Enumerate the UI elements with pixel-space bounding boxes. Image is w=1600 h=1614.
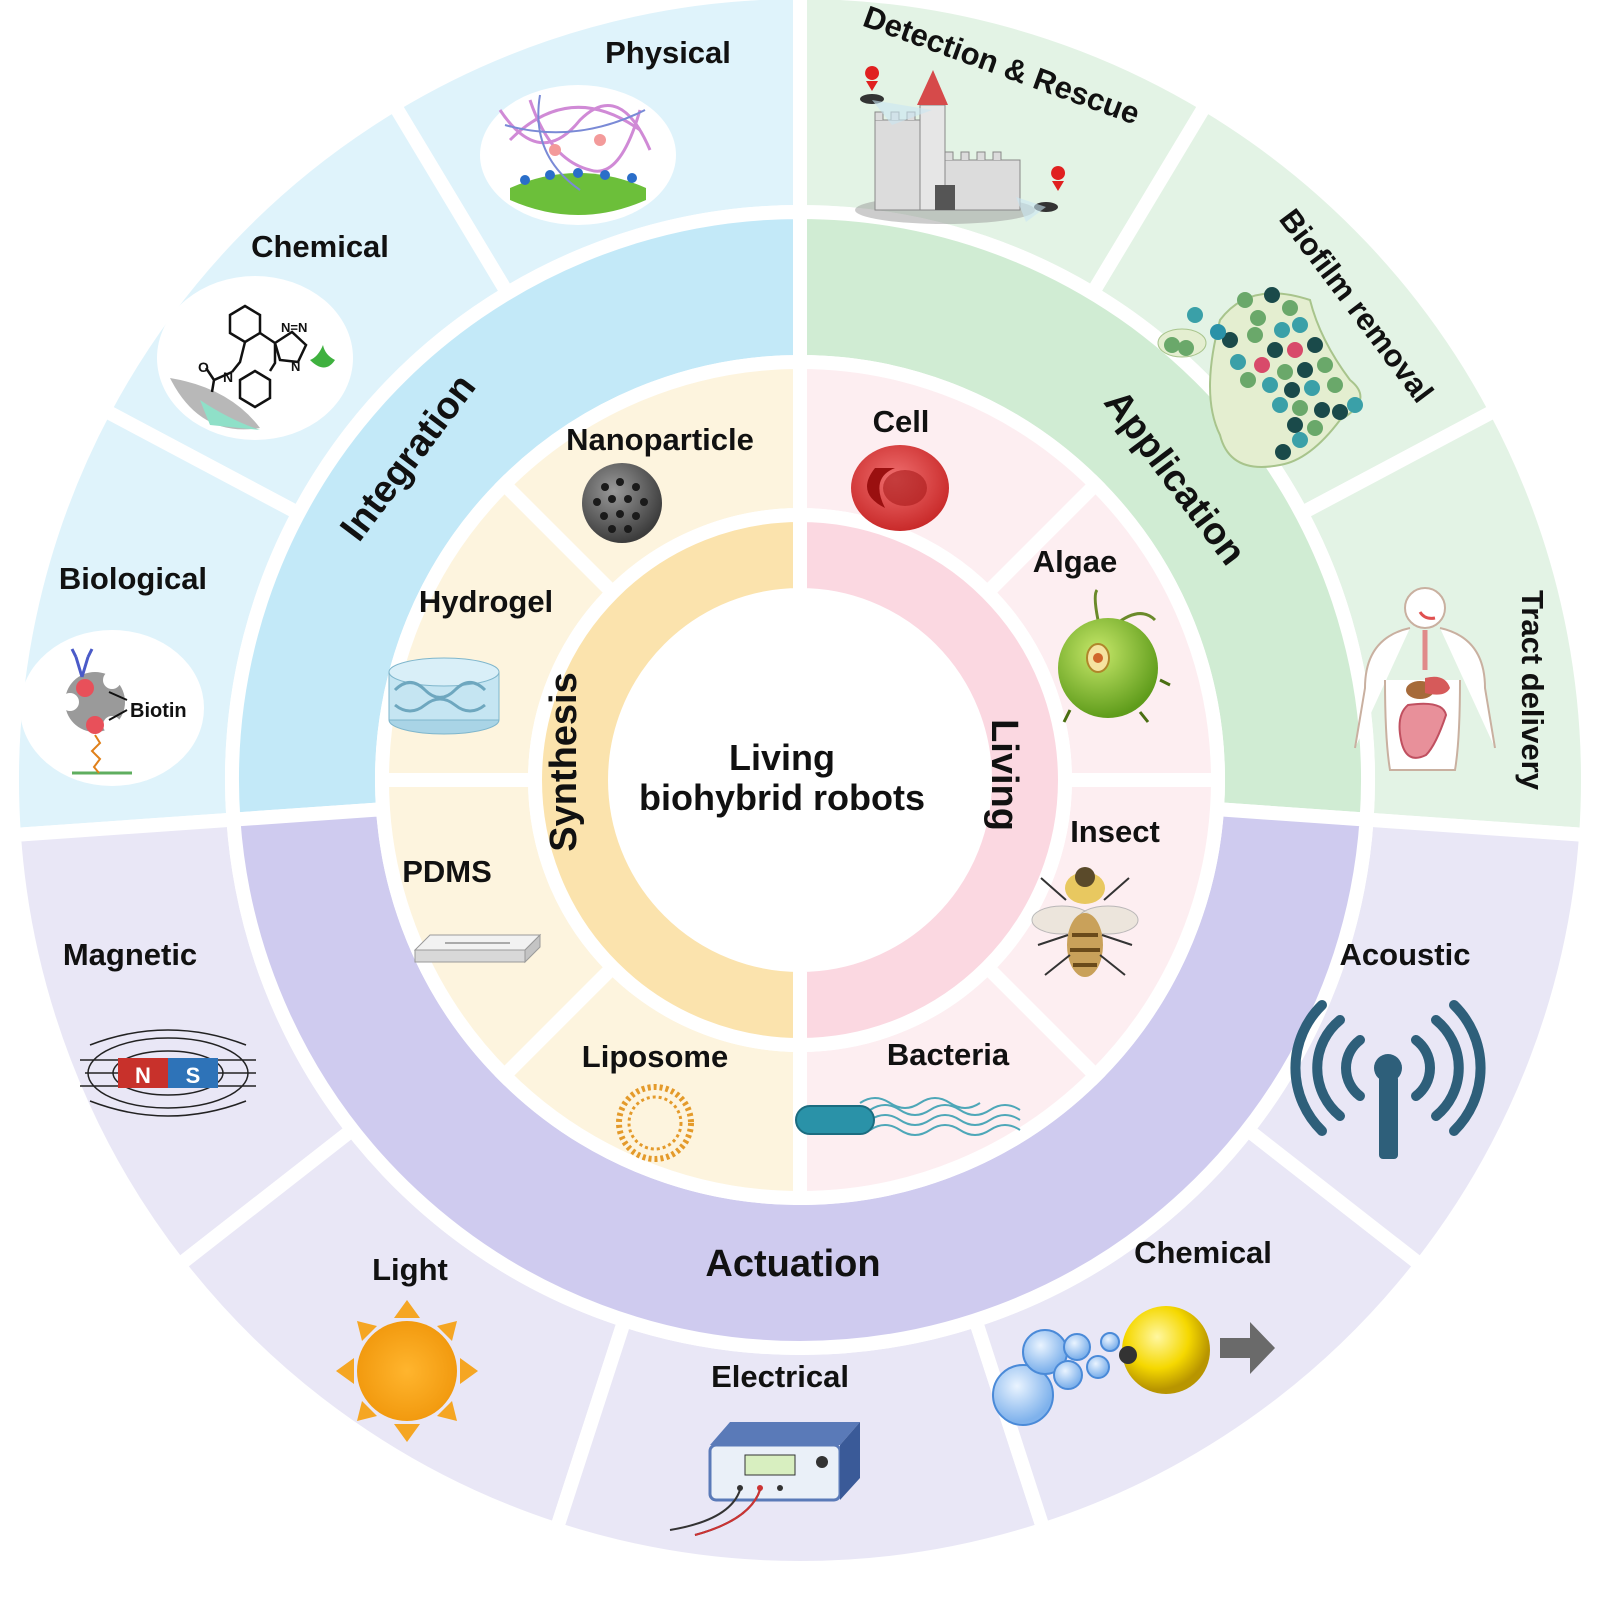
nanoparticle-icon (582, 463, 662, 543)
nanoparticle-label: Nanoparticle (566, 422, 754, 457)
magnetic-label: Magnetic (63, 937, 197, 972)
biofilm-bacterium (1287, 342, 1303, 358)
biofilm-bacterium (1187, 307, 1203, 323)
chemical-click-structure-icon: N=N N N O (157, 276, 353, 440)
biofilm-bacterium (1250, 310, 1266, 326)
biofilm-bacterium (1332, 404, 1348, 420)
power-supply-icon (669, 1422, 860, 1536)
svg-text:N=N: N=N (281, 320, 307, 335)
biological-label: Biological (59, 561, 207, 596)
light-label: Light (372, 1252, 448, 1287)
biofilm-bacterium (1210, 324, 1226, 340)
biofilm-bacterium (1247, 327, 1263, 343)
pdms-icon (413, 933, 542, 964)
red-blood-cell-icon (851, 445, 949, 531)
human-digestive-tract-icon (1354, 587, 1496, 771)
physical-label: Physical (605, 35, 731, 70)
bubble-propulsion-icon (992, 1306, 1275, 1426)
magnet-south-pole (168, 1058, 218, 1088)
svg-text:N: N (223, 369, 233, 385)
biofilm-bacterium (1275, 444, 1291, 460)
biofilm-cluster-icon (1157, 287, 1363, 468)
biofilm-bacterium (1317, 357, 1333, 373)
biofilm-bacterium (1274, 322, 1290, 338)
biofilm-bacterium (1164, 337, 1180, 353)
biofilm-bacterium (1307, 337, 1323, 353)
insect-icon (1031, 867, 1139, 977)
drone-left (860, 66, 932, 125)
synthesis-title: Synthesis (543, 672, 585, 852)
biofilm-bacterium (1292, 432, 1308, 448)
sector-living (793, 507, 1072, 1053)
hydrogel-label: Hydrogel (419, 584, 553, 619)
biofilm-bacterium (1347, 397, 1363, 413)
acoustic-wave-icon (1290, 1000, 1486, 1159)
sun-icon (336, 1300, 478, 1442)
biofilm-bacterium (1237, 292, 1253, 308)
acoustic-label: Acoustic (1340, 937, 1471, 972)
biofilm-bacterium (1327, 377, 1343, 393)
magnet-n-text: N (135, 1063, 151, 1088)
bacteria-label: Bacteria (887, 1037, 1010, 1072)
biofilm-bacterium (1307, 420, 1323, 436)
liposome-icon (616, 1084, 694, 1162)
electrical-label: Electrical (711, 1359, 849, 1394)
biofilm-bacterium (1178, 340, 1194, 356)
magnet-field-icon: N S (80, 1029, 256, 1117)
tract-delivery-label: Tract delivery (1515, 590, 1550, 791)
drone-right (1016, 166, 1066, 222)
biotin-binding-icon: Biotin (20, 630, 204, 786)
biofilm-bacterium (1267, 342, 1283, 358)
chemical-actuation-label: Chemical (1134, 1235, 1272, 1270)
biofilm-bacterium (1282, 300, 1298, 316)
biofilm-bacterium (1262, 377, 1278, 393)
biofilm-bacterium (1264, 287, 1280, 303)
center-circle (617, 597, 983, 963)
magnet-s-text: S (186, 1063, 201, 1088)
sector-synthesis (528, 507, 807, 1053)
insect-label: Insect (1070, 814, 1160, 849)
chemical-integration-label: Chemical (251, 229, 389, 264)
magnet-north-pole (118, 1058, 168, 1088)
living-title: Living (983, 719, 1025, 831)
biofilm-bacterium (1240, 372, 1256, 388)
biotin-label: Biotin (130, 700, 187, 722)
bacteria-icon (795, 1097, 1021, 1136)
svg-text:O: O (198, 359, 209, 375)
biofilm-bacterium (1314, 402, 1330, 418)
biofilm-bacterium (1222, 332, 1238, 348)
physical-adhesion-icon (480, 85, 676, 225)
biofilm-bacterium (1254, 357, 1270, 373)
biofilm-bacterium (1272, 397, 1288, 413)
biofilm-bacterium (1230, 354, 1246, 370)
algae-label: Algae (1033, 544, 1117, 579)
center-title-line2: biohybrid robots (639, 777, 925, 818)
actuation-title: Actuation (705, 1243, 880, 1285)
center-title-line1: Living (729, 737, 835, 778)
biofilm-bacterium (1297, 362, 1313, 378)
biofilm-bacterium (1304, 380, 1320, 396)
castle-drone-icon (855, 66, 1066, 224)
liposome-label: Liposome (582, 1039, 728, 1074)
pdms-label: PDMS (402, 854, 492, 889)
biofilm-bacterium (1287, 417, 1303, 433)
biofilm-bacterium (1292, 400, 1308, 416)
svg-text:N: N (291, 359, 300, 374)
cell-label: Cell (873, 404, 930, 439)
algae-icon (1058, 589, 1171, 723)
biofilm-bacterium (1277, 364, 1293, 380)
biofilm-bacterium (1284, 382, 1300, 398)
biofilm-bacterium (1292, 317, 1308, 333)
hydrogel-icon (388, 657, 500, 735)
